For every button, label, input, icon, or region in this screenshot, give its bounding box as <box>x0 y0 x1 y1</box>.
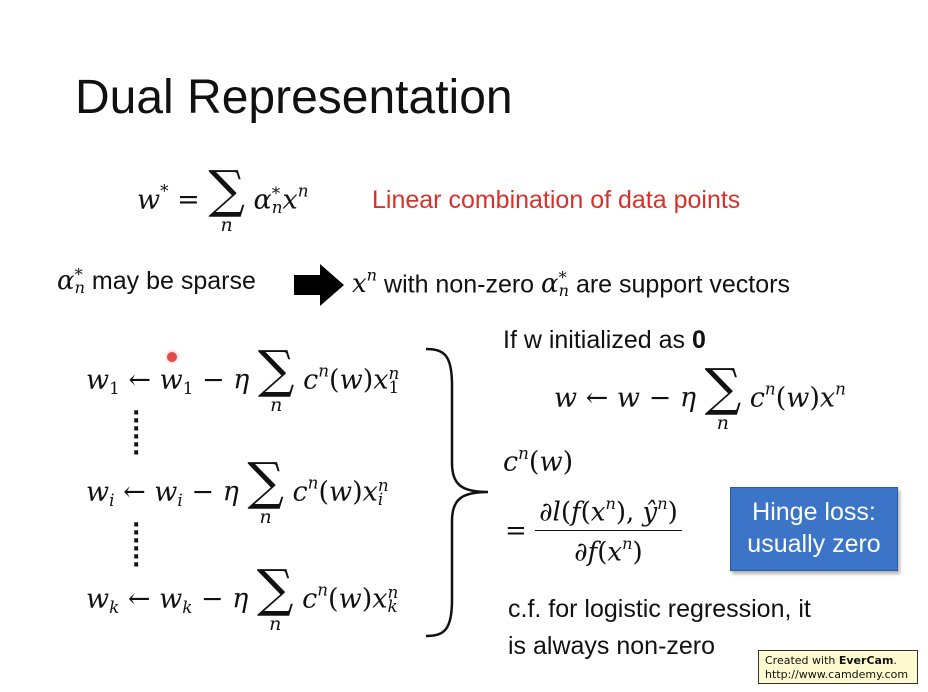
cn-w-label: cn(w) <box>503 443 574 478</box>
sparse-line: α*n may be sparse <box>57 265 256 297</box>
loss-derivative: = ∂l(f(xn), ŷn) ∂f(xn) <box>505 494 682 568</box>
cursor-dot <box>167 352 177 362</box>
logistic-note-line1: c.f. for logistic regression, it <box>508 595 811 623</box>
sum-symbol: ∑n <box>208 160 245 236</box>
support-end-text: are support vectors <box>575 270 790 299</box>
watermark-url: http://www.camdemy.com <box>765 668 909 681</box>
vector-update: w ← w − η ∑n cn(w)xn <box>554 358 846 434</box>
evercam-watermark: Created with EverCam. http://www.camdemy… <box>758 650 918 684</box>
init-line: If w initialized as 0 <box>503 326 706 355</box>
support-mid-text: with non-zero <box>384 270 535 299</box>
logistic-note-line2: is always non-zero <box>508 632 716 660</box>
hinge-loss-box: Hinge loss: usually zero <box>730 487 898 571</box>
right-arrow-icon <box>294 264 344 306</box>
vertical-dots-1: ······ <box>132 401 141 466</box>
vertical-dots-2: ······ <box>132 513 141 578</box>
right-brace-icon <box>425 347 489 638</box>
init-text: If w initialized as <box>503 326 686 354</box>
slide-title: Dual Representation <box>75 71 513 124</box>
linear-combination-note: Linear combination of data points <box>372 186 741 214</box>
watermark-brand: EverCam <box>838 654 894 667</box>
init-zero: 0 <box>691 326 706 354</box>
support-vector-line: xn with non-zero α*n are support vectors <box>352 266 790 301</box>
watermark-created: Created with <box>765 654 836 667</box>
sparse-text: may be sparse <box>91 267 256 295</box>
